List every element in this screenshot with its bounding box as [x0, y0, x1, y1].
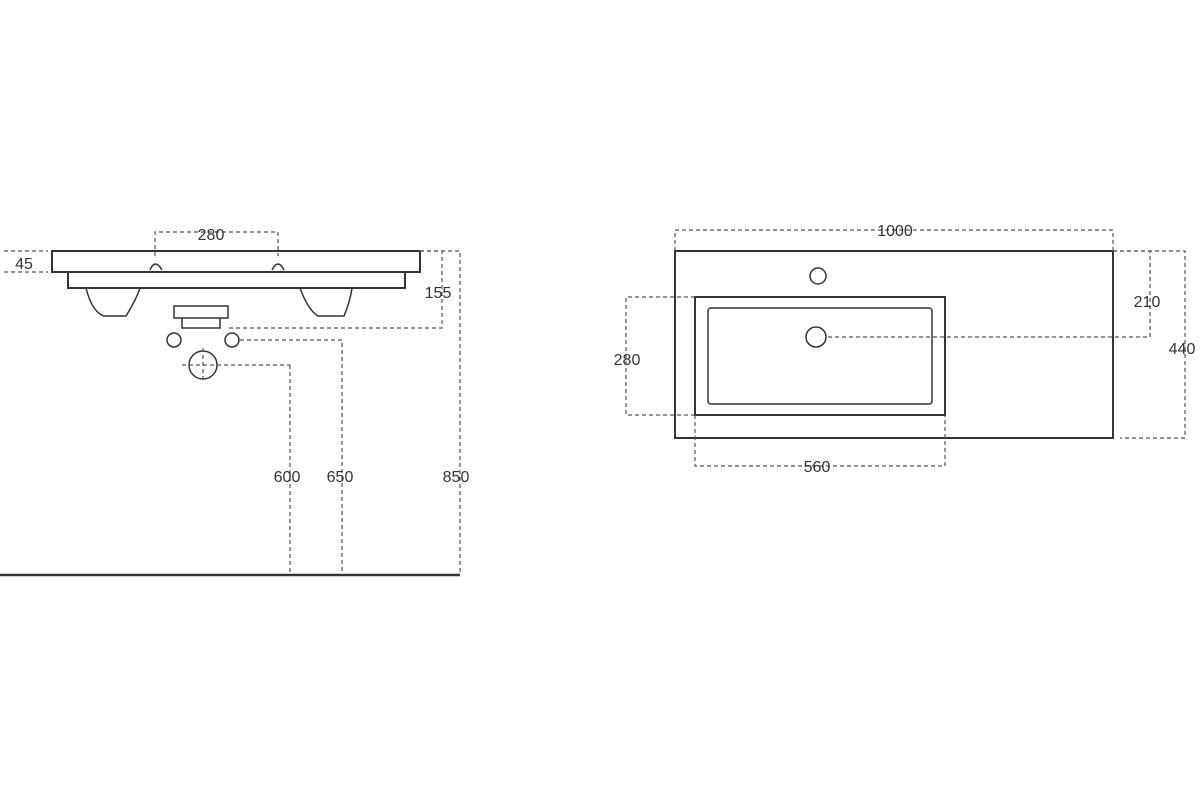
top-view: 1000 440 210 280 560: [614, 223, 1196, 476]
dim-440-label: 440: [1169, 341, 1196, 358]
top-faucet-hole: [809, 267, 827, 285]
dim-280-top-line: [625, 296, 695, 416]
side-bowl-right: [299, 287, 353, 317]
dim-280-side-line: [154, 231, 279, 256]
dim-280-top-label: 280: [614, 352, 641, 369]
dim-210-line: [828, 250, 1151, 338]
side-view: 280 45 155 600 650 850: [0, 227, 470, 577]
side-countertop: [51, 250, 421, 273]
dim-600-label: 600: [274, 469, 301, 486]
side-drain-outlet: [173, 305, 229, 319]
top-drain-hole: [805, 326, 827, 348]
side-bowl-left: [85, 287, 141, 317]
dim-650-label: 650: [327, 469, 354, 486]
dim-850-label: 850: [443, 469, 470, 486]
top-bowl-inner: [707, 307, 933, 405]
side-supply-valve-right: [224, 332, 240, 348]
side-faucet-hole-left: [149, 263, 163, 271]
dim-1000-line: [674, 229, 1114, 251]
side-drain-neck: [181, 318, 221, 329]
dim-560-line: [694, 415, 946, 467]
side-faucet-hole-right: [271, 263, 285, 271]
dim-650-line: [240, 339, 343, 575]
dim-560-label: 560: [804, 459, 831, 476]
dim-850-line: [420, 250, 461, 575]
dim-280-side-label: 280: [198, 227, 225, 244]
top-countertop: [674, 250, 1114, 439]
dim-210-label: 210: [1134, 294, 1161, 311]
dim-45-line: [4, 250, 48, 273]
side-basin-body: [67, 272, 406, 289]
top-bowl-outer: [694, 296, 946, 416]
dim-1000-label: 1000: [877, 223, 913, 240]
side-supply-valve-left: [166, 332, 182, 348]
dim-155-label: 155: [425, 285, 452, 302]
dim-45-label: 45: [15, 256, 33, 273]
